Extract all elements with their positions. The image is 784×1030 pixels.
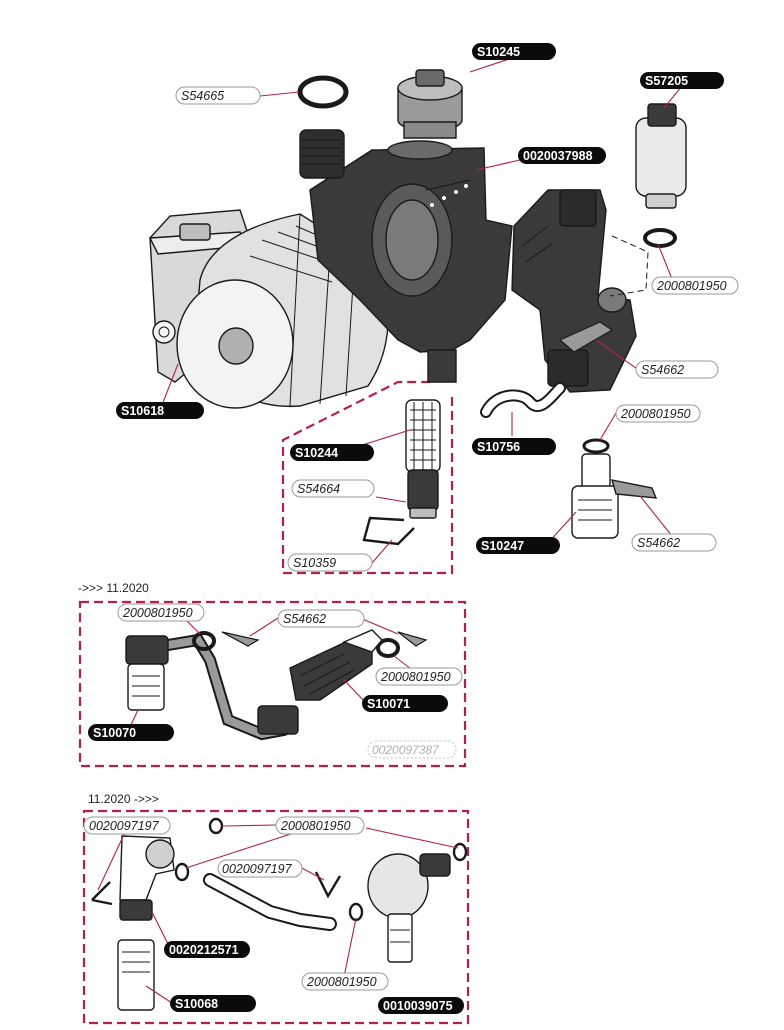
pressure-sensor-part (635, 103, 687, 209)
filter-part (405, 399, 441, 519)
svg-text:S10618: S10618 (121, 404, 164, 418)
label-s54662-c: S54662 (277, 609, 365, 628)
svg-text:S54664: S54664 (297, 482, 340, 496)
svg-text:0020097197: 0020097197 (89, 819, 160, 833)
label-s10245: S10245 (472, 43, 556, 60)
svg-text:S57205: S57205 (645, 74, 688, 88)
svg-text:0010039075: 0010039075 (383, 999, 453, 1013)
drain-tap-part (571, 438, 658, 539)
svg-text:0020097387: 0020097387 (372, 743, 440, 757)
label-0010039075: 0010039075 (378, 997, 464, 1014)
air-vent-part (397, 69, 463, 139)
label-2000801950-f: 2000801950 (301, 972, 389, 991)
label-s10247: S10247 (476, 537, 560, 554)
svg-text:S10071: S10071 (367, 697, 410, 711)
svg-text:2000801950: 2000801950 (620, 407, 691, 421)
label-s10071: S10071 (362, 695, 448, 712)
clip-s54662-top (558, 321, 614, 353)
label-0020212571: 0020212571 (164, 941, 250, 958)
label-2000801950-c: 2000801950 (117, 603, 205, 622)
svg-text:S10244: S10244 (295, 446, 338, 460)
label-s10244: S10244 (290, 444, 374, 461)
svg-text:S54665: S54665 (181, 89, 224, 103)
pump-body-part (299, 129, 513, 383)
label-0020037988: 0020037988 (518, 147, 606, 164)
filter-group-frame (281, 380, 454, 575)
clip-s10359 (362, 516, 415, 546)
note-before-11-2020: ->>> 11.2020 (78, 581, 149, 595)
label-s54665: S54665 (175, 86, 261, 105)
label-s10618: S10618 (116, 402, 204, 419)
svg-text:S54662: S54662 (283, 612, 326, 626)
svg-text:S10068: S10068 (175, 997, 218, 1011)
post-2020-kit-frame (82, 809, 470, 1025)
label-2000801950-b: 2000801950 (615, 404, 701, 423)
svg-text:0020097197: 0020097197 (222, 862, 293, 876)
label-0020097197-a: 0020097197 (83, 816, 171, 835)
label-s54662-b: S54662 (631, 533, 717, 552)
label-0020097387: 0020097387 (367, 740, 457, 759)
svg-text:0020212571: 0020212571 (169, 943, 239, 957)
label-s54664: S54664 (291, 479, 375, 498)
svg-text:2000801950: 2000801950 (306, 975, 377, 989)
label-s57205: S57205 (640, 72, 724, 89)
svg-text:S10359: S10359 (293, 556, 336, 570)
label-0020097197-b: 0020097197 (217, 859, 303, 878)
svg-text:2000801950: 2000801950 (122, 606, 193, 620)
label-2000801950-d: 2000801950 (375, 667, 463, 686)
note-after-11-2020: 11.2020 ->>> (88, 792, 159, 806)
o-ring-drain (582, 438, 610, 454)
o-ring-sensor (643, 228, 677, 248)
svg-text:2000801950: 2000801950 (656, 279, 727, 293)
svg-text:S10070: S10070 (93, 726, 136, 740)
svg-text:S54662: S54662 (637, 536, 680, 550)
hydraulic-block-part (511, 189, 637, 393)
label-s10068: S10068 (170, 995, 256, 1012)
svg-text:0020037988: 0020037988 (523, 149, 593, 163)
label-s54662-a: S54662 (635, 360, 719, 379)
label-s10359: S10359 (287, 553, 373, 572)
svg-text:S54662: S54662 (641, 363, 684, 377)
kit-pre-2020-parts (125, 629, 428, 741)
svg-text:2000801950: 2000801950 (380, 670, 451, 684)
svg-text:S10245: S10245 (477, 45, 520, 59)
o-ring-s54665 (297, 75, 349, 109)
svg-text:S10756: S10756 (477, 440, 520, 454)
label-2000801950-a: 2000801950 (651, 276, 739, 295)
svg-text:2000801950: 2000801950 (280, 819, 351, 833)
svg-text:S10247: S10247 (481, 539, 524, 553)
label-s10070: S10070 (88, 724, 174, 741)
pre-2020-kit-frame (78, 600, 467, 768)
sensor-alignment-line (609, 235, 649, 297)
kit-post-2020-parts (91, 817, 468, 1011)
label-s10756: S10756 (472, 438, 556, 455)
label-2000801950-e: 2000801950 (275, 816, 365, 835)
